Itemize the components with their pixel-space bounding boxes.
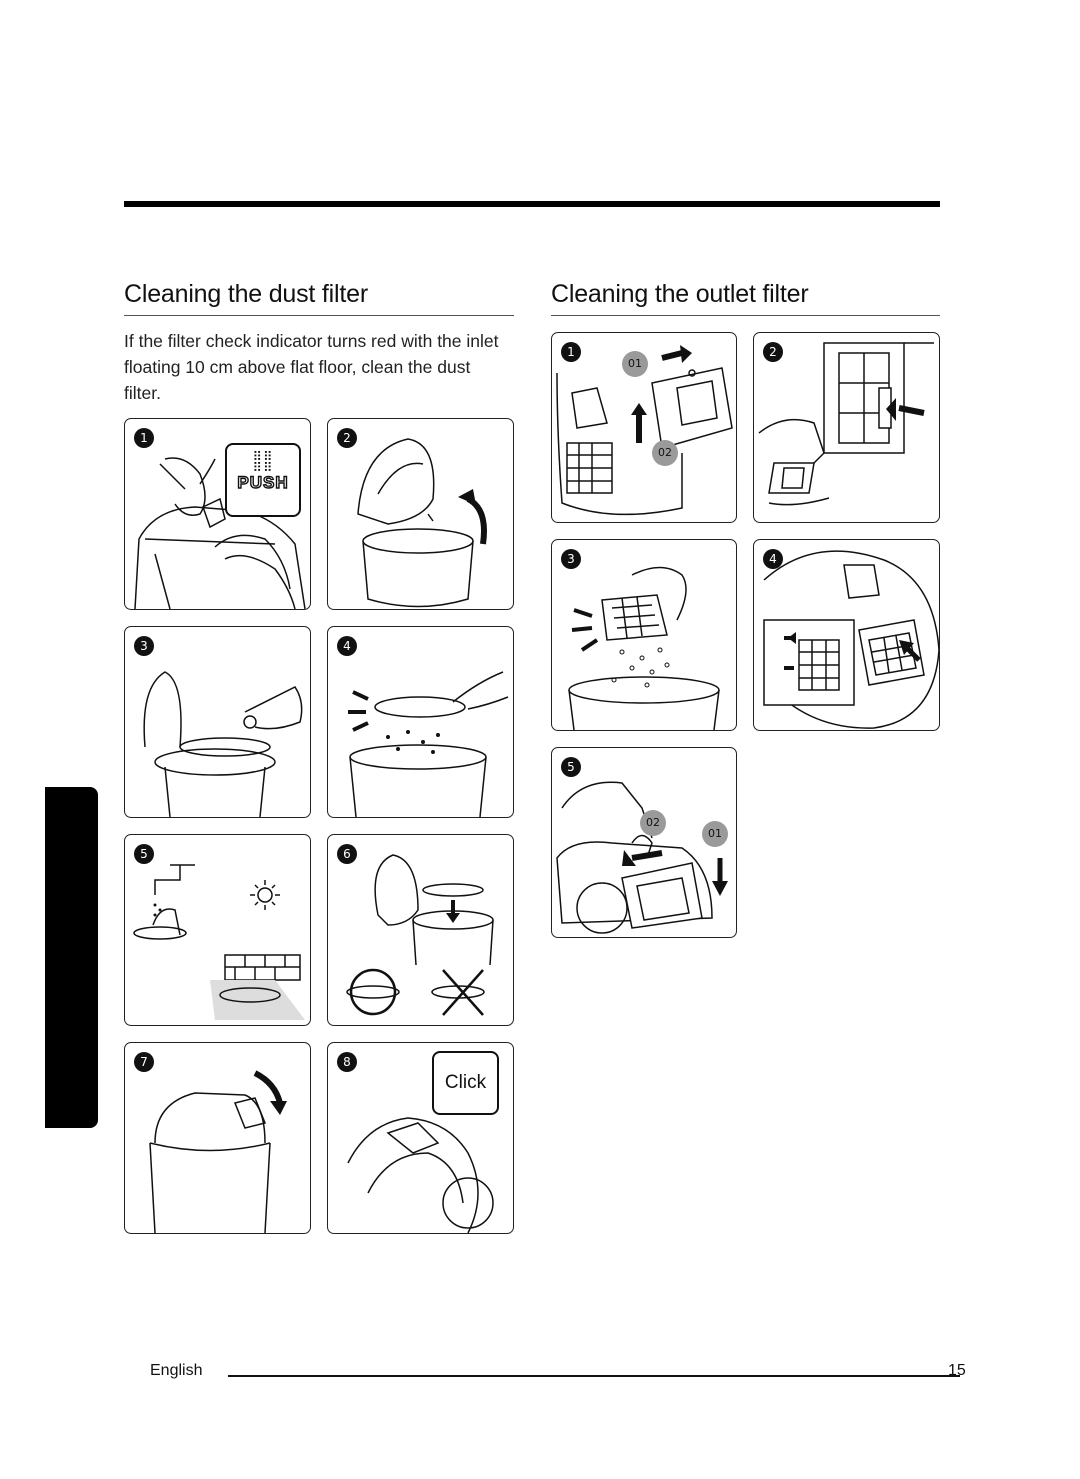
section-divider — [551, 315, 940, 316]
step-number-badge: 4 — [763, 549, 783, 569]
open-lid-icon — [357, 438, 487, 608]
top-rule — [124, 201, 940, 207]
section-divider — [124, 315, 514, 316]
step-number-badge: 8 — [337, 1052, 357, 1072]
reinsert-filter-icon — [346, 854, 494, 1016]
label-01-badge: 01 — [702, 821, 728, 847]
open-outlet-cover-icon — [556, 345, 733, 516]
dust-step-2-panel: 2 — [327, 418, 514, 610]
push-label: PUSH — [237, 472, 289, 492]
step-number-badge: 2 — [763, 342, 783, 362]
section-title-dust-filter: Cleaning the dust filter — [124, 280, 368, 308]
step-number-badge: 4 — [337, 636, 357, 656]
step-number-badge: 7 — [134, 1052, 154, 1072]
outlet-step-5-panel: 5 02 01 — [551, 747, 737, 938]
step-number-badge: 3 — [134, 636, 154, 656]
step-number-badge: 1 — [561, 342, 581, 362]
click-label: Click — [444, 1072, 487, 1093]
step-number-badge: 1 — [134, 428, 154, 448]
step-number-badge: 2 — [337, 428, 357, 448]
dust-step-6-panel: 6 — [327, 834, 514, 1026]
step-number-badge: 6 — [337, 844, 357, 864]
tap-outlet-filter-icon — [568, 566, 720, 730]
page-number: 15 — [948, 1362, 966, 1379]
pull-outlet-filter-icon — [758, 342, 934, 506]
step-number-badge: 3 — [561, 549, 581, 569]
dot-grid-icon: ⠿⠿⠿⠿ — [252, 449, 274, 475]
intro-paragraph: If the filter check indicator turns red … — [124, 331, 499, 403]
close-lid-icon — [149, 1070, 287, 1233]
label-01-badge: 01 — [622, 351, 648, 377]
dust-step-7-panel: 7 — [124, 1042, 311, 1234]
remove-filter-icon — [143, 671, 303, 817]
label-02-badge: 02 — [640, 810, 666, 836]
close-outlet-cover-icon — [556, 781, 728, 934]
reattach-bin-icon — [347, 1117, 494, 1233]
outlet-step-4-panel: 4 — [753, 539, 940, 731]
footer-language: English — [150, 1362, 203, 1379]
tap-filter-icon — [348, 671, 509, 817]
wash-and-dry-icon — [133, 864, 305, 1020]
step-number-badge: 5 — [134, 844, 154, 864]
dust-step-5-panel: 5 — [124, 834, 311, 1026]
reinsert-outlet-filter-icon — [763, 550, 939, 729]
dust-step-3-panel: 3 — [124, 626, 311, 818]
outlet-step-1-panel: 1 01 02 — [551, 332, 737, 523]
dust-bin-release-icon — [134, 457, 306, 609]
chapter-side-tab — [45, 787, 98, 1128]
footer-rule — [228, 1375, 960, 1377]
outlet-step-3-panel: 3 — [551, 539, 737, 731]
section-title-outlet-filter: Cleaning the outlet filter — [551, 280, 809, 308]
push-callout: ⠿⠿⠿⠿ PUSH — [225, 443, 301, 517]
click-callout: Click — [432, 1051, 499, 1115]
label-02-badge: 02 — [652, 440, 678, 466]
dust-step-1-panel: 1 ⠿⠿⠿⠿ PUSH — [124, 418, 311, 610]
dust-step-4-panel: 4 — [327, 626, 514, 818]
step-number-badge: 5 — [561, 757, 581, 777]
outlet-step-2-panel: 2 — [753, 332, 940, 523]
dust-step-8-panel: 8 Click — [327, 1042, 514, 1234]
